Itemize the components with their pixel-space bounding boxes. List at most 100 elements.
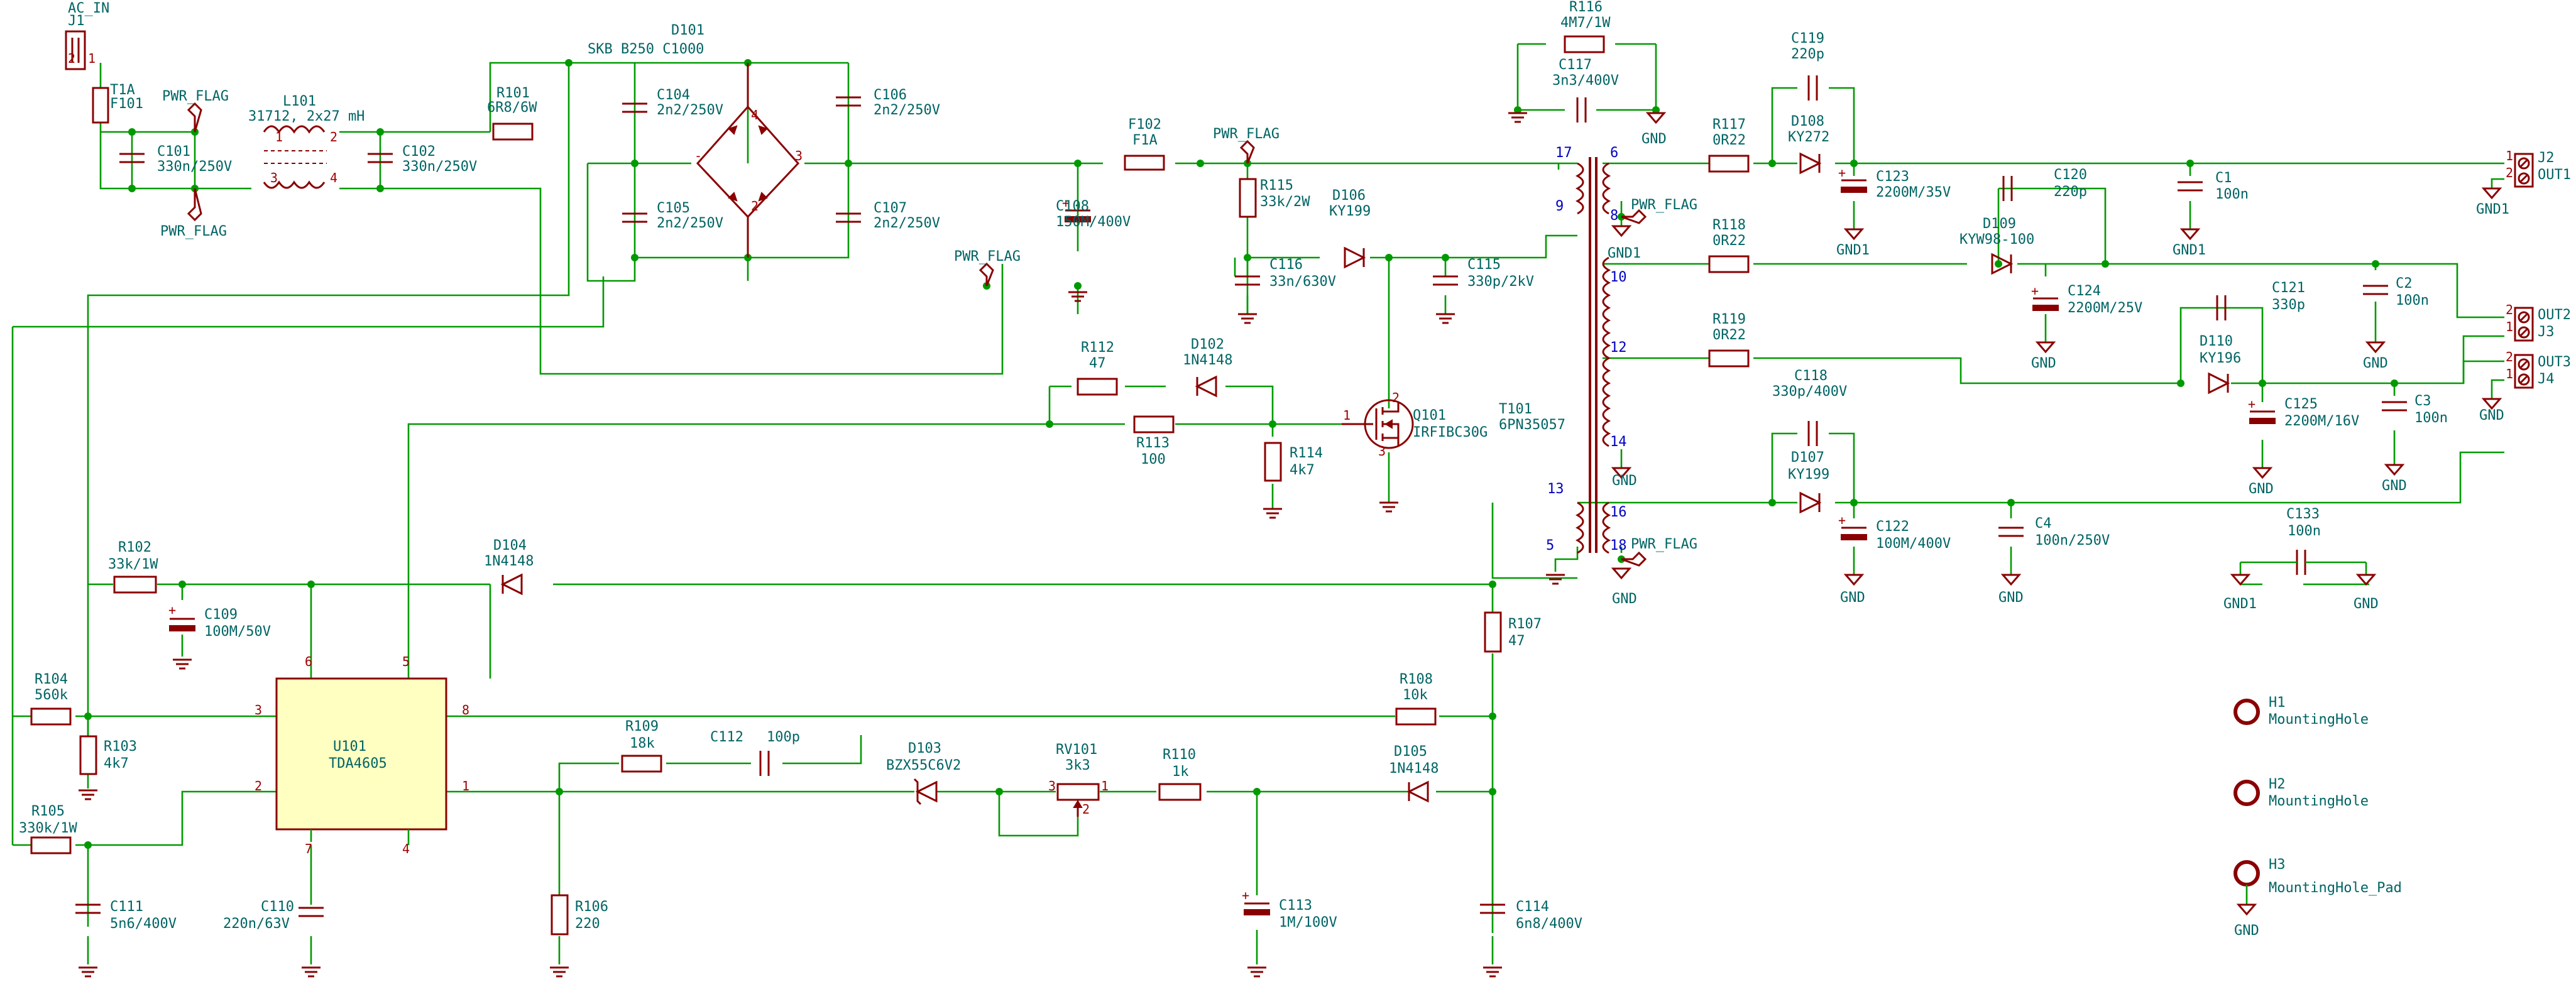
resistor-r104[interactable]: R104 560k: [30, 672, 72, 726]
capacitor-c118[interactable]: C118 330p/400V: [1772, 368, 1847, 446]
svg-text:C120: C120: [2054, 167, 2087, 183]
connector-j4[interactable]: 2 1 OUT3 J4 GND: [2479, 349, 2571, 423]
svg-text:560k: 560k: [35, 687, 68, 703]
gnd-t101-5: [1546, 574, 1565, 585]
svg-text:GND: GND: [1612, 473, 1637, 489]
svg-text:0R22: 0R22: [1713, 133, 1746, 148]
svg-text:16: 16: [1610, 505, 1627, 520]
diode-d109[interactable]: D109 KYW98-100: [1959, 216, 2034, 275]
capacitor-c116[interactable]: C116 33n/630V: [1235, 257, 1336, 290]
ic-u101[interactable]: U101 TDA4605 3 2 8 1 6 5 7 4: [255, 654, 469, 856]
bridge-rectifier-d101[interactable]: D101 SKB B250 C1000 - 3 4 2: [588, 23, 803, 258]
svg-text:+: +: [2031, 283, 2039, 298]
capacitor-c106[interactable]: C106 2n2/250V: [836, 87, 940, 118]
svg-text:OUT1: OUT1: [2538, 167, 2571, 183]
resistor-r116[interactable]: R116 4M7/1W: [1560, 0, 1611, 53]
resistor-r106[interactable]: R106 220: [551, 894, 608, 936]
svg-text:+: +: [1838, 513, 1846, 528]
diode-d106[interactable]: D106 KY199: [1329, 188, 1371, 269]
capacitor-c123[interactable]: + C123 2200M/35V: [1838, 165, 1951, 200]
resistor-r101[interactable]: R101 6R8/6W: [487, 85, 537, 141]
svg-text:2n2/250V: 2n2/250V: [657, 102, 723, 118]
connector-j3[interactable]: 2 1 OUT2 J3: [2506, 302, 2571, 342]
gnd-symbol-c108: [1068, 291, 1087, 302]
resistor-r118[interactable]: R118 0R22: [1708, 217, 1750, 273]
diode-d110[interactable]: D110 KY196: [2200, 334, 2241, 395]
svg-text:2: 2: [2506, 165, 2513, 180]
capacitor-c114[interactable]: C114 6n8/400V: [1480, 899, 1582, 932]
svg-text:R110: R110: [1163, 747, 1196, 763]
zener-d103[interactable]: D103 BZX55C6V2: [886, 741, 961, 805]
capacitor-c102[interactable]: C102 330n/250V: [368, 144, 477, 175]
svg-text:+: +: [1242, 888, 1249, 903]
svg-text:GND1: GND1: [1608, 246, 1641, 261]
resistor-r112[interactable]: R112 47: [1077, 340, 1118, 396]
connector-j1[interactable]: AC_IN J1 2 1: [65, 1, 109, 70]
resistor-r119[interactable]: R119 0R22: [1708, 312, 1750, 368]
capacitor-c115[interactable]: C115 330p/2kV: [1433, 257, 1534, 290]
resistor-r114[interactable]: R114 4k7: [1264, 442, 1323, 482]
capacitor-c113[interactable]: + C113 1M/100V: [1242, 888, 1337, 930]
fuse-f101[interactable]: T1A F101: [92, 82, 143, 124]
mounting-hole-h3[interactable]: H3 MountingHole_Pad GND: [2233, 857, 2402, 939]
capacitor-c125[interactable]: + C125 2200M/16V: [2248, 396, 2359, 429]
capacitor-c105[interactable]: C105 2n2/250V: [622, 200, 723, 231]
capacitor-c111[interactable]: C111 5n6/400V: [75, 899, 177, 932]
diode-d102[interactable]: D102 1N4148: [1183, 337, 1232, 398]
gnd-c2: GND: [2363, 341, 2388, 371]
svg-text:C104: C104: [657, 87, 690, 103]
svg-text:2: 2: [255, 778, 262, 794]
svg-text:R103: R103: [104, 739, 137, 755]
fuse-f102[interactable]: F102 F1A: [1124, 117, 1165, 171]
capacitor-c117[interactable]: C117 3n3/400V: [1552, 57, 1619, 123]
svg-text:R117: R117: [1713, 117, 1746, 133]
resistor-r113[interactable]: R113 100: [1133, 415, 1175, 467]
capacitor-c109[interactable]: + C109 100M/50V: [168, 603, 271, 640]
capacitor-c101[interactable]: C101 330n/250V: [119, 144, 232, 175]
diode-d104[interactable]: D104 1N4148: [484, 538, 534, 596]
resistor-r103[interactable]: R103 4k7: [79, 735, 137, 775]
resistor-r117[interactable]: R117 0R22: [1708, 117, 1750, 173]
resistor-r105[interactable]: R105 330k/1W: [19, 804, 77, 854]
capacitor-c124[interactable]: + C124 2200M/25V: [2031, 283, 2142, 316]
connector-j2[interactable]: 1 2 J2 OUT1 GND1: [2476, 148, 2571, 217]
capacitor-c121[interactable]: C121 330p: [2216, 280, 2305, 320]
capacitor-c110[interactable]: C110 220n/63V: [223, 899, 324, 932]
capacitor-c1[interactable]: C1 100n: [2178, 170, 2249, 202]
capacitor-c104[interactable]: C104 2n2/250V: [622, 87, 723, 118]
mosfet-q101[interactable]: Q101 IRFIBC30G 1 2 3: [1342, 390, 1488, 459]
svg-text:L101: L101: [283, 94, 316, 109]
mounting-hole-h2[interactable]: H2 MountingHole: [2233, 777, 2369, 809]
capacitor-c4[interactable]: C4 100n/250V: [1998, 516, 2110, 548]
capacitor-c119[interactable]: C119 220p: [1791, 31, 1824, 101]
resistor-r109[interactable]: R109 18k: [621, 719, 662, 773]
transformer-t101[interactable]: T101 6PN35057 17 6 9 8 10 12 14 13 16 5 …: [1499, 145, 1627, 554]
diode-d108[interactable]: D108 KY272: [1788, 114, 1829, 175]
resistor-r110[interactable]: R110 1k: [1158, 747, 1202, 801]
svg-text:D104: D104: [493, 538, 527, 554]
svg-text:GND: GND: [2363, 356, 2388, 371]
resistor-r102[interactable]: R102 33k/1W: [108, 540, 158, 594]
svg-text:3: 3: [795, 148, 803, 163]
mounting-hole-h1[interactable]: H1 MountingHole: [2233, 695, 2369, 728]
capacitor-c108[interactable]: + C108 150M/400V: [1056, 195, 1131, 230]
resistor-r115[interactable]: R115 33k/2W: [1239, 178, 1310, 218]
svg-text:2n2/250V: 2n2/250V: [657, 215, 723, 231]
capacitor-c3[interactable]: C3 100n: [2382, 393, 2448, 426]
capacitor-c120[interactable]: C120 220p: [2002, 167, 2087, 201]
capacitor-c107[interactable]: C107 2n2/250V: [836, 200, 940, 231]
capacitor-c112[interactable]: C112 100p: [710, 729, 800, 776]
resistor-r107[interactable]: R107 47: [1484, 611, 1542, 653]
potentiometer-rv101[interactable]: RV101 3k3 3 1 2: [1048, 742, 1109, 817]
diode-d107[interactable]: D107 KY199: [1788, 450, 1829, 514]
inductor-l101[interactable]: L101 31712, 2x27 mH 1 2 3 4: [248, 94, 364, 189]
svg-text:D106: D106: [1332, 188, 1366, 204]
svg-text:5: 5: [402, 654, 410, 669]
capacitor-c122[interactable]: + C122 100M/400V: [1838, 513, 1951, 552]
capacitor-c2[interactable]: C2 100n: [2363, 276, 2429, 308]
diode-d105[interactable]: D105 1N4148: [1389, 744, 1439, 803]
capacitor-c133[interactable]: C133 100n GND1 GND: [2223, 506, 2379, 612]
svg-text:D103: D103: [908, 741, 941, 756]
resistor-r108[interactable]: R108 10k: [1395, 672, 1437, 726]
